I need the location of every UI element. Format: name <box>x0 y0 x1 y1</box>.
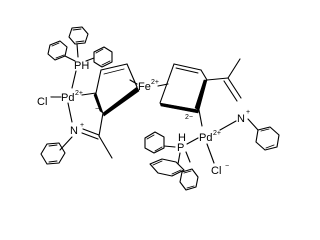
palladium-atom-right: Pd <box>199 132 212 144</box>
cyclopentadienyl-ring-right <box>159 63 208 114</box>
nitrogen-right-charge: + <box>246 109 250 116</box>
bond-p-phenyl-bottom-a <box>163 145 176 148</box>
iron-charge: 2+ <box>151 79 159 86</box>
bond-cp-imine-carbon-right <box>206 77 229 81</box>
chlorine-atom-right: Cl <box>211 165 221 177</box>
palladium-atom-left: Pd <box>61 92 74 104</box>
nitrogen-atom-left: N <box>70 125 78 137</box>
bond-pd-n-left <box>67 102 73 123</box>
palladium-left-charge: 2+ <box>75 90 83 97</box>
chlorine-left-charge: − <box>50 94 54 101</box>
phenyl-ring-bottom-left <box>144 131 165 154</box>
bond-p-phenyl-c <box>85 57 95 62</box>
bond-p-phenyl-a <box>64 55 76 62</box>
palladium-right-charge: 2+ <box>213 130 221 137</box>
imine-double-bond-right-b <box>223 80 238 102</box>
bond-fe-cp-left <box>129 79 138 85</box>
imine-double-bond-left-a <box>81 132 99 140</box>
phosphorus-atom-bottom: P <box>177 142 184 154</box>
phenyl-ring-left-imine <box>40 142 66 165</box>
phenyl-ring-right-imine <box>255 126 280 151</box>
phenyl-ring-top-center <box>68 26 89 45</box>
nitrogen-atom-right: N <box>237 113 245 125</box>
bond-imine-carbon-cp-left <box>98 112 104 137</box>
phenyl-ring-bottom-right <box>179 168 199 191</box>
methyl-bond-left <box>98 135 113 159</box>
methyl-bond-right <box>227 58 241 79</box>
molecule-structure-diagram: PH Pd 2+ Cl − N + − Fe 2+ 2− <box>37 26 280 191</box>
cyclopentadienyl-right-charge: 2− <box>185 114 193 121</box>
phenyl-ring-top-right <box>93 46 113 68</box>
bond-p-phenyl-bottom-b <box>177 152 181 165</box>
bond-p-pd-left <box>71 70 77 89</box>
imine-double-bond-left-b <box>82 128 100 136</box>
bond-pd-n-right <box>219 120 237 131</box>
chlorine-atom-left: Cl <box>37 96 47 108</box>
bond-p-phenyl-bottom-c <box>185 151 191 163</box>
phosphorus-atom-top: PH <box>74 60 89 72</box>
iron-atom: Fe <box>138 81 151 93</box>
bond-pd-cp-left <box>81 92 97 96</box>
bond-p-pd-right <box>186 137 199 145</box>
cyclopentadienyl-left-charge: − <box>95 106 99 113</box>
chlorine-right-charge: − <box>225 163 229 170</box>
bond-cp-pd-right <box>198 109 203 127</box>
cyclopentadienyl-ring-left <box>93 63 140 117</box>
bond-pd-cl-right <box>206 143 215 164</box>
imine-double-bond-right-a <box>227 77 242 99</box>
phosphorus-hydrogen-bottom: H <box>178 132 186 144</box>
phenyl-ring-top-left <box>47 40 68 61</box>
nitrogen-left-charge: + <box>80 122 84 129</box>
bond-n-phenyl-right <box>247 118 259 131</box>
phosphine-label-top: PH <box>74 60 89 72</box>
bond-p-phenyl-b <box>76 43 79 58</box>
phenyl-ring-bottom-center <box>149 158 185 177</box>
